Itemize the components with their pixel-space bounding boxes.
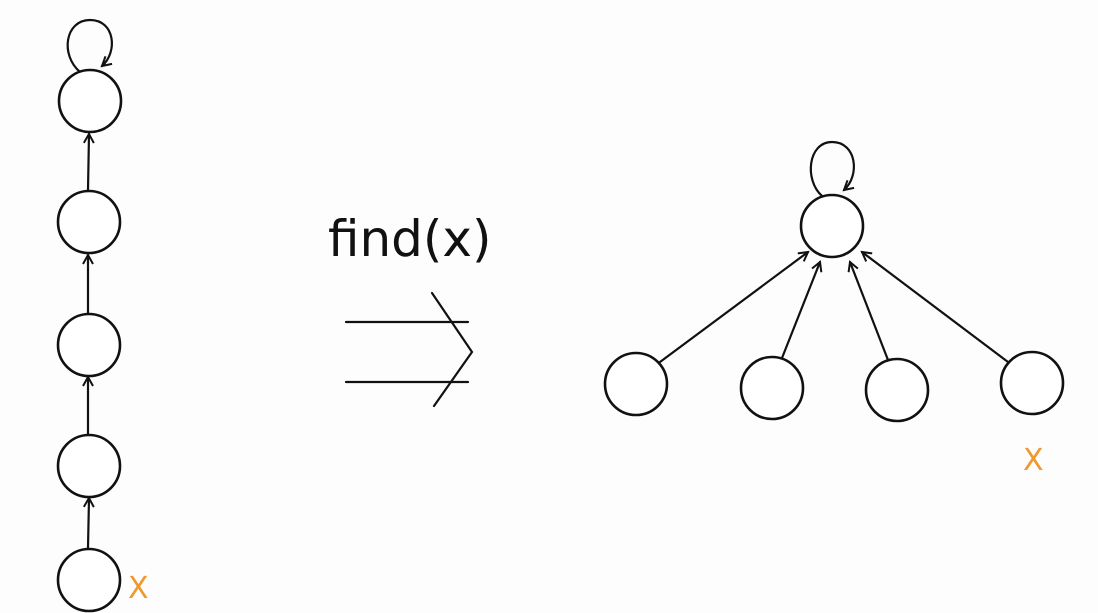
left-chain-tree: X xyxy=(56,18,149,613)
chain-node-root xyxy=(57,68,123,134)
tree-edge xyxy=(862,252,1010,364)
tree-child-node-x xyxy=(999,350,1065,416)
tree-edge xyxy=(780,262,820,360)
chain-node-x xyxy=(56,547,122,613)
right-x-label: X xyxy=(1023,443,1044,478)
chain-node xyxy=(56,189,122,255)
root-self-loop xyxy=(66,18,113,74)
right-compressed-tree: X xyxy=(603,140,1065,478)
root-self-loop xyxy=(809,140,855,198)
tree-child-node xyxy=(603,351,669,417)
chain-edge xyxy=(88,498,89,550)
operation-label: find(x) xyxy=(328,210,492,268)
implies-double-arrow xyxy=(344,291,474,408)
chain-node xyxy=(56,433,122,499)
tree-root-node xyxy=(799,193,865,259)
tree-edge xyxy=(850,262,890,362)
chain-edge xyxy=(88,134,89,192)
left-x-label: X xyxy=(128,571,149,606)
chain-node xyxy=(56,312,122,378)
tree-edge xyxy=(658,252,808,364)
tree-child-node xyxy=(739,355,805,421)
tree-child-node xyxy=(864,357,930,423)
